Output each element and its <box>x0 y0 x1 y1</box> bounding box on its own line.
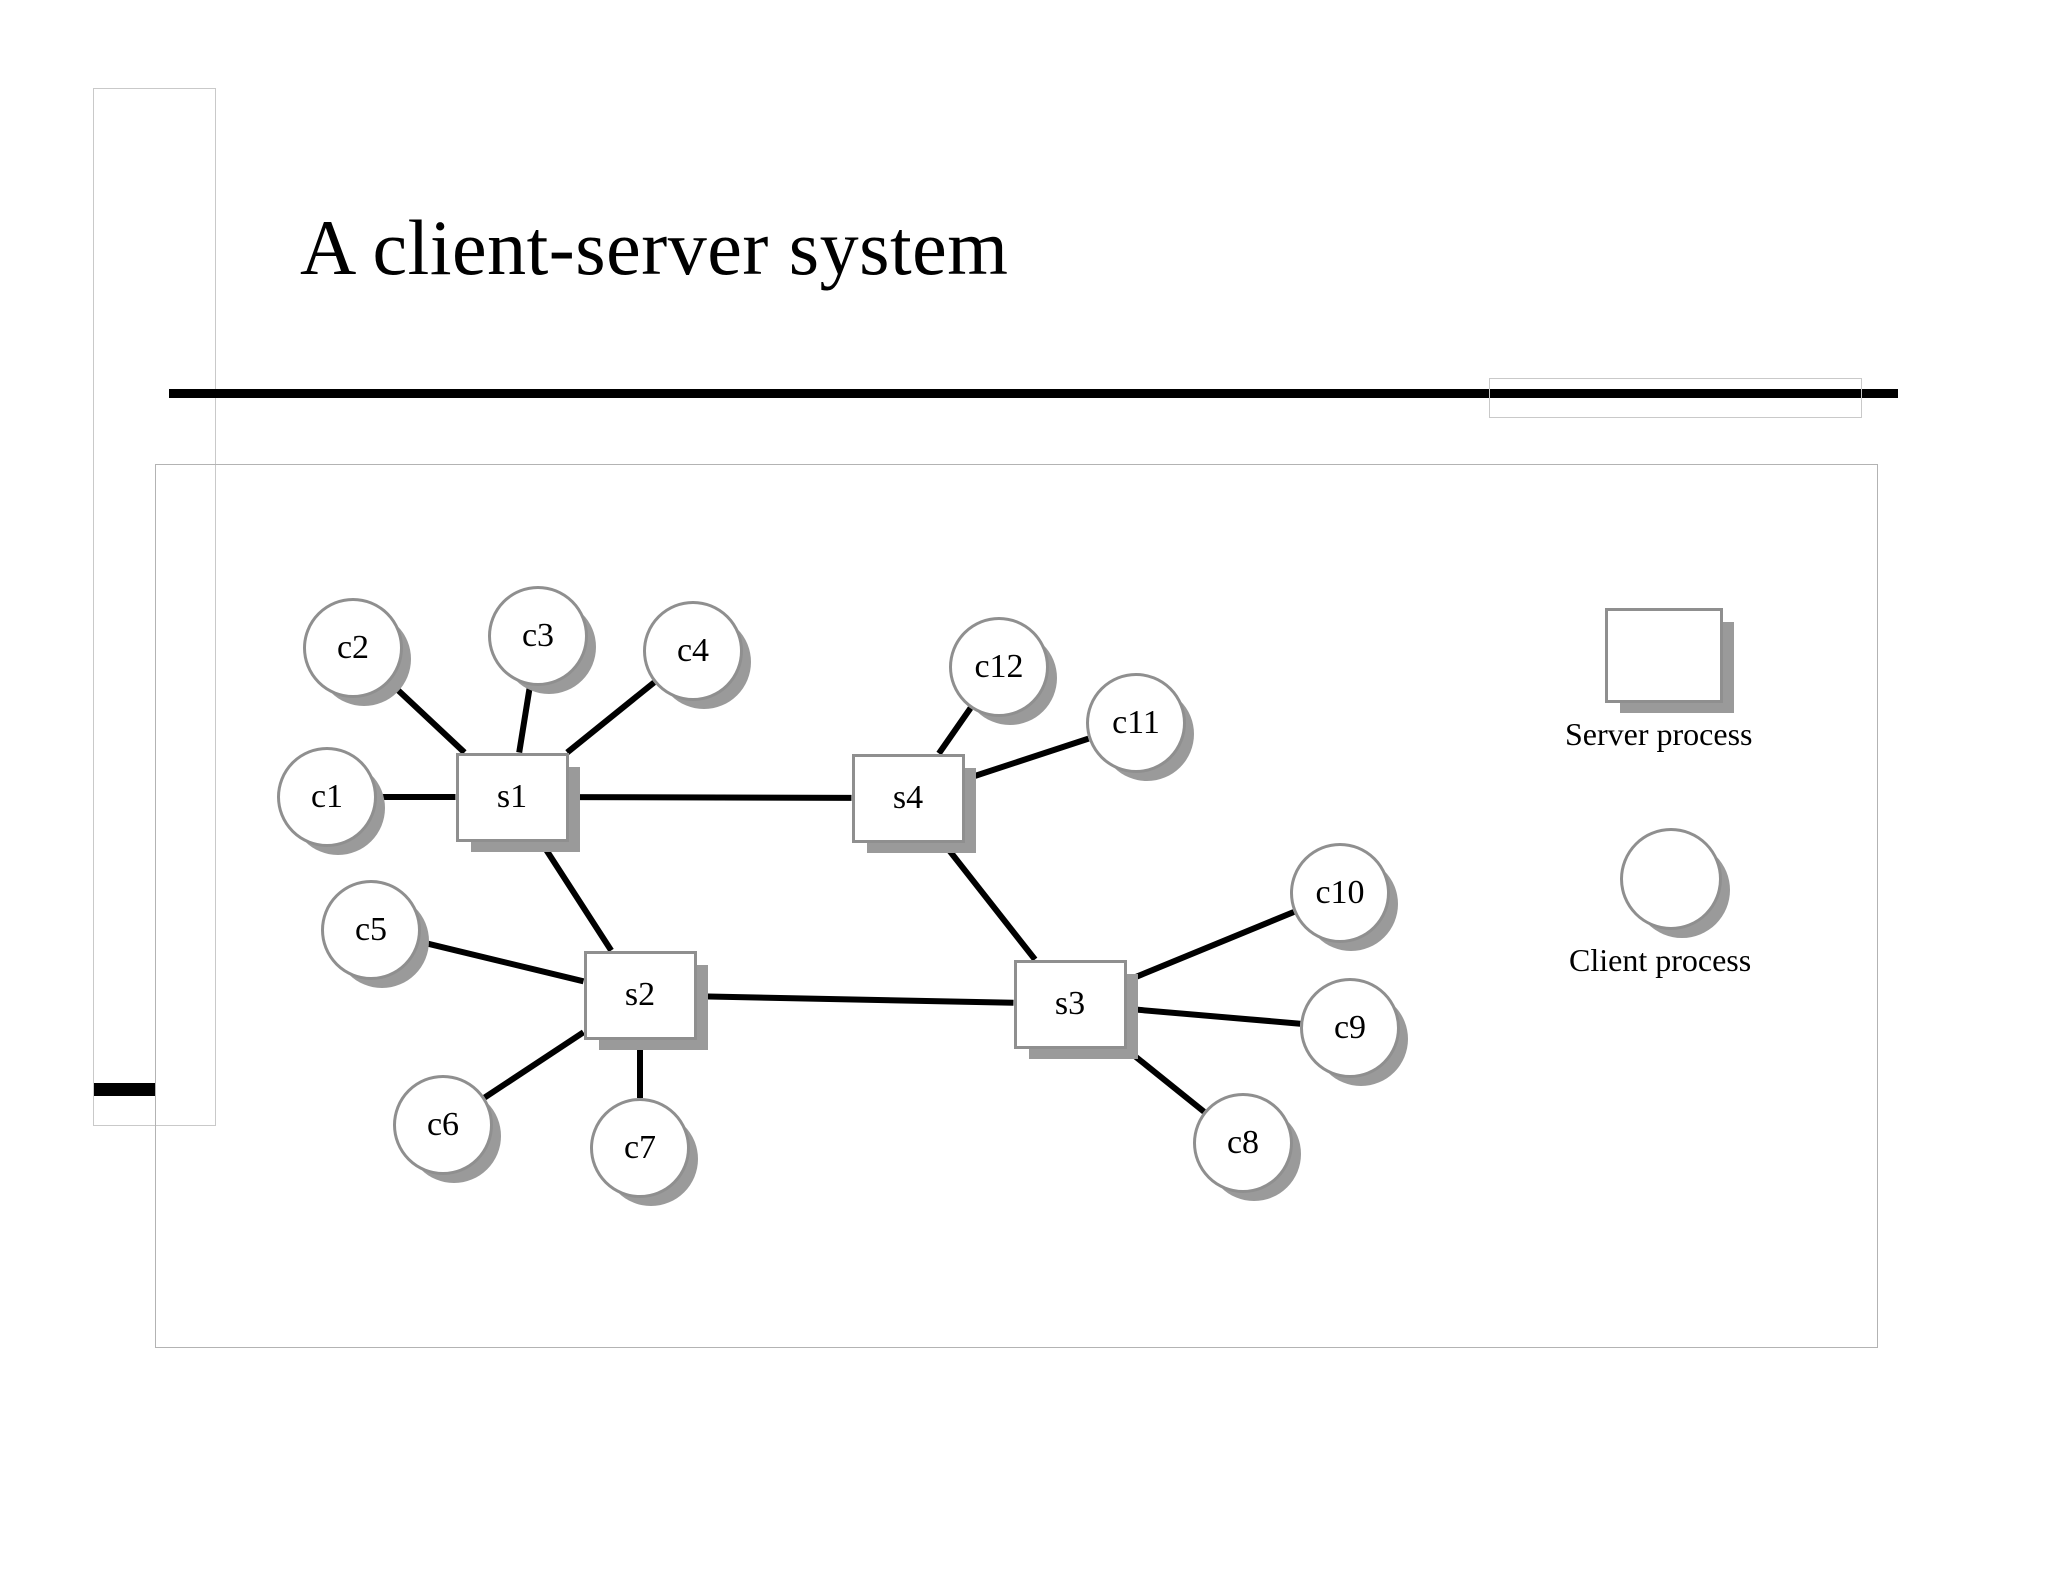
client-node-c10[interactable]: c10 <box>1290 843 1390 943</box>
node-label: s4 <box>892 779 924 816</box>
client-node-c1[interactable]: c1 <box>277 747 377 847</box>
node-label: c8 <box>1226 1124 1260 1161</box>
node-label: c6 <box>426 1106 460 1143</box>
node-label: c9 <box>1333 1009 1367 1046</box>
client-node-c12[interactable]: c12 <box>949 617 1049 717</box>
client-node-c8[interactable]: c8 <box>1193 1093 1293 1193</box>
server-node-s3[interactable]: s3 <box>1013 959 1127 1049</box>
page-title: A client-server system <box>300 204 1009 292</box>
server-node-s4[interactable]: s4 <box>851 753 965 843</box>
client-node-c11[interactable]: c11 <box>1086 673 1186 773</box>
client-node-c9[interactable]: c9 <box>1300 978 1400 1078</box>
legend-server-label: Server process <box>1565 716 1753 752</box>
node-label: s3 <box>1054 985 1086 1022</box>
server-node-s1[interactable]: s1 <box>455 752 569 842</box>
legend-client-label: Client process <box>1569 942 1752 978</box>
node-label: c1 <box>310 778 344 815</box>
client-node-c7[interactable]: c7 <box>590 1098 690 1198</box>
node-label: c5 <box>354 911 388 948</box>
node-label: c7 <box>623 1129 657 1166</box>
client-node-c3[interactable]: c3 <box>488 586 588 686</box>
node-label: c12 <box>974 648 1024 685</box>
node-label: s2 <box>624 976 656 1013</box>
node-label: s1 <box>496 778 528 815</box>
decorative-left-rectangle <box>93 88 216 1126</box>
node-label: c10 <box>1315 874 1365 911</box>
node-label: c2 <box>336 629 370 666</box>
node-label: c4 <box>676 632 710 669</box>
client-process-icon <box>1620 828 1722 930</box>
client-node-c2[interactable]: c2 <box>303 598 403 698</box>
client-node-c6[interactable]: c6 <box>393 1075 493 1175</box>
title-rule-line <box>169 389 1898 398</box>
node-label: c3 <box>521 617 555 654</box>
decorative-right-rectangle <box>1489 378 1862 418</box>
node-label: c11 <box>1112 704 1160 741</box>
content-frame <box>155 464 1878 1348</box>
client-node-c5[interactable]: c5 <box>321 880 421 980</box>
server-node-s2[interactable]: s2 <box>583 950 697 1040</box>
decorative-left-bullet-bar <box>94 1083 156 1096</box>
server-process-icon <box>1605 608 1723 703</box>
client-node-c4[interactable]: c4 <box>643 601 743 701</box>
